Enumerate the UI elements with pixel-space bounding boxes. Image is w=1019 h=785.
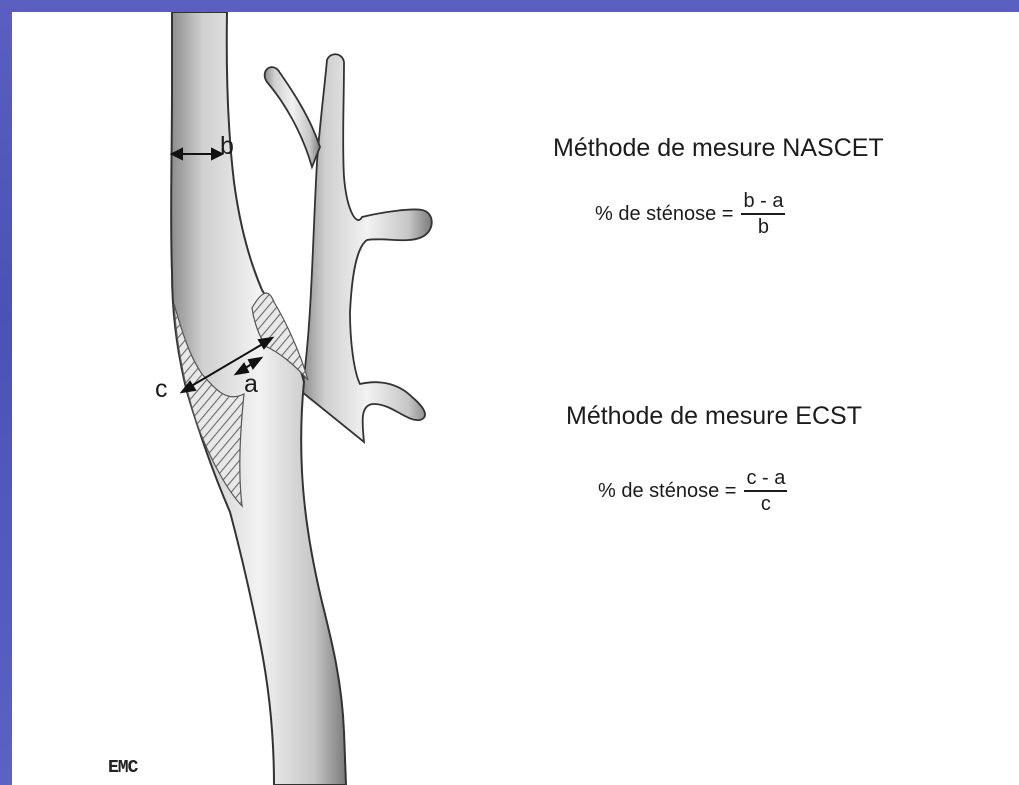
ecst-numerator: c - a: [744, 467, 787, 492]
ecst-denominator: c: [761, 492, 771, 515]
ecst-fraction: c - a c: [744, 467, 787, 515]
ecst-title: Méthode de mesure ECST: [566, 402, 862, 431]
nascet-denominator: b: [758, 215, 769, 238]
nascet-title: Méthode de mesure NASCET: [553, 134, 884, 163]
nascet-numerator: b - a: [741, 190, 785, 215]
carotid-artery-illustration: [12, 12, 532, 785]
label-a: a: [244, 370, 258, 399]
nascet-fraction: b - a b: [741, 190, 785, 238]
label-b: b: [220, 132, 234, 161]
label-c: c: [155, 375, 168, 404]
nascet-formula: % de sténose = b - a b: [595, 190, 785, 238]
emc-logo: EMC: [108, 758, 137, 778]
external-carotid-branch: [265, 67, 320, 167]
slide: b a c Méthode de mesure NASCET % de stén…: [12, 12, 1019, 785]
ecst-formula-lhs: % de sténose =: [598, 480, 736, 503]
nascet-formula-lhs: % de sténose =: [595, 203, 733, 226]
ecst-formula: % de sténose = c - a c: [598, 467, 787, 515]
external-carotid-artery: [302, 54, 432, 442]
